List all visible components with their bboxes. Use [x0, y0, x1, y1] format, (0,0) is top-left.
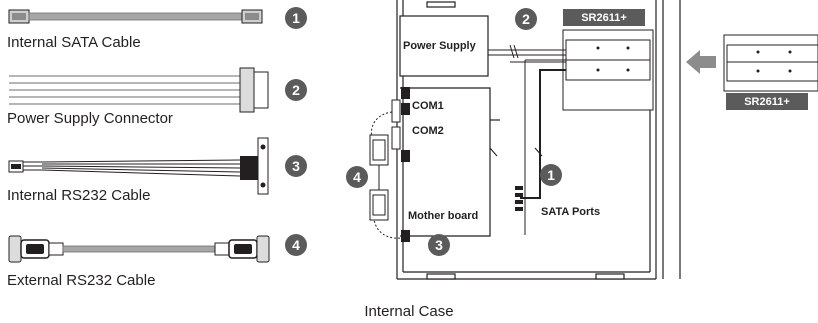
callout-3: 3 [428, 234, 450, 256]
drive-tag-installed: SR2611+ [563, 9, 645, 26]
callout-1: 1 [540, 164, 562, 186]
rs232-route [369, 111, 403, 239]
rs232-external-icon [8, 235, 270, 263]
sata-cable-route [520, 69, 566, 199]
sata-cable-icon [8, 9, 263, 24]
insert-arrow-icon [686, 50, 716, 74]
sata-ports-icon [515, 186, 523, 211]
rs232-external-label: External RS232 Cable [7, 272, 156, 289]
power-connector-label: Power Supply Connector [7, 110, 173, 127]
badge-2: 2 [285, 79, 307, 101]
sata-ports-label: SATA Ports [541, 206, 601, 218]
badge-3: 3 [285, 155, 307, 177]
com2-label: COM2 [412, 125, 444, 137]
callout-4: 4 [346, 166, 368, 188]
rs232-internal-label: Internal RS232 Cable [7, 187, 151, 204]
power-connector-icon [9, 67, 269, 113]
com-headers-icon [401, 87, 410, 242]
com-connectors-icon [391, 99, 401, 150]
sata-cable-label: Internal SATA Cable [7, 34, 141, 51]
rs232-internal-icon [8, 137, 269, 195]
drive-module-insert [723, 34, 818, 92]
motherboard-label: Mother board [408, 210, 479, 222]
power-supply-label: Power Supply [403, 40, 476, 52]
badge-1: 1 [285, 7, 307, 29]
badge-4: 4 [285, 234, 307, 256]
callout-2: 2 [515, 8, 537, 30]
drive-tag-insert: SR2611+ [726, 93, 808, 110]
diagram-caption: Internal Case [364, 303, 454, 320]
com1-label: COM1 [412, 100, 444, 112]
drive-bay-installed [562, 29, 654, 111]
